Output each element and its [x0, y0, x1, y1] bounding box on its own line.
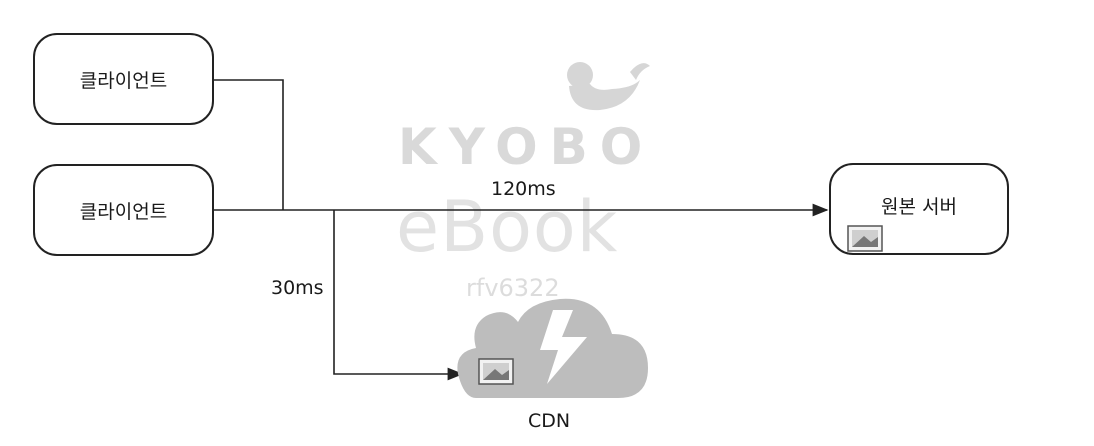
client-node-top: 클라이언트: [33, 33, 214, 125]
arrow-to-cdn: [333, 210, 464, 381]
connector-lines: [214, 79, 829, 381]
bird-icon: [567, 62, 650, 111]
client-node-bottom: 클라이언트: [33, 164, 214, 256]
client-label: 클라이언트: [79, 200, 168, 223]
client-label: 클라이언트: [79, 69, 168, 92]
origin-server-label: 원본 서버: [881, 195, 957, 218]
cdn-cloud-icon: [457, 298, 648, 398]
lightning-icon: [540, 310, 587, 384]
latency-cdn-label: 30ms: [271, 277, 324, 299]
origin-server-node: 원본 서버: [829, 163, 1009, 255]
latency-origin-label: 120ms: [491, 178, 556, 200]
image-icon: [847, 225, 883, 252]
cdn-image-icon: [478, 358, 514, 385]
client-top-connector: [214, 79, 284, 210]
cdn-label: CDN: [528, 410, 571, 432]
